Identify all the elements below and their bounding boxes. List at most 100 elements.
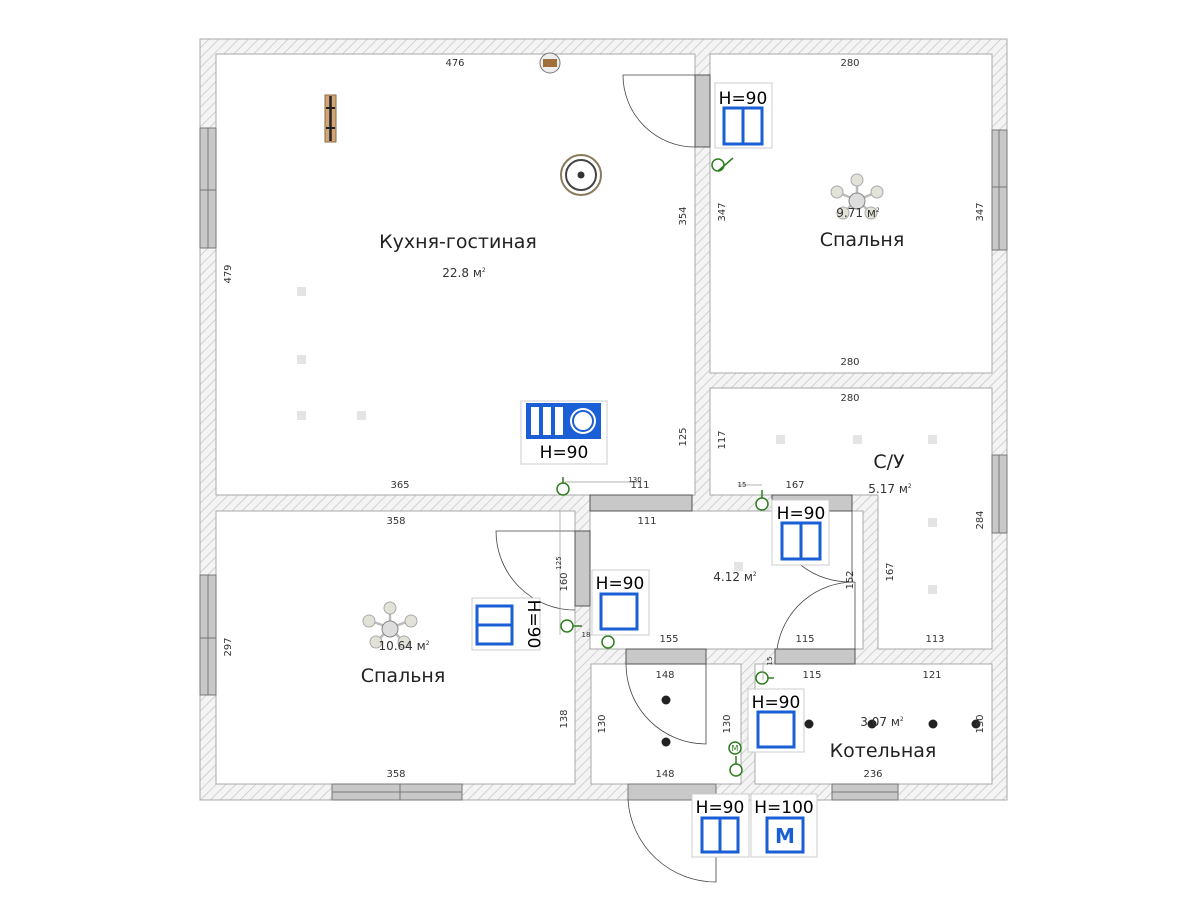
- dim-hall-left: 160: [559, 572, 570, 591]
- dim-kitchen-opening: 130: [628, 476, 641, 484]
- window-bedroom-sw-west: [199, 574, 217, 696]
- chandelier-bedroom-sw-icon: [362, 601, 418, 649]
- dim-bedroom-ne-left: 347: [717, 202, 728, 221]
- dim-boiler-right: 130: [975, 714, 986, 733]
- dim-bathroom-top: 280: [840, 393, 859, 404]
- fixtures: [297, 52, 981, 747]
- dim-kitchen-right: 354: [678, 206, 689, 225]
- dim-vestibule-left: 130: [597, 714, 608, 733]
- switch-vestibule-icon: [729, 756, 743, 777]
- door-leaf-bedroom-sw: [574, 530, 591, 607]
- dim-bathroom-right: 284: [975, 510, 986, 529]
- svg-text:M: M: [732, 744, 739, 753]
- door-leaf-bedroom-ne: [694, 74, 711, 148]
- ceiling-lamp-kitchen-icon: [560, 154, 602, 196]
- window-boiler-south: [831, 783, 899, 801]
- dim-bathroom-lower: 167: [885, 562, 896, 581]
- room-name-bathroom: С/У: [873, 451, 905, 473]
- room-name-bedroom-sw: Спальня: [361, 665, 446, 687]
- single-socket-icon: [756, 710, 796, 749]
- room-area-hall: 4.12 м2: [713, 570, 757, 584]
- svg-text:H=100: H=100: [754, 798, 813, 818]
- dim-vestibule-bottom: 148: [655, 769, 674, 780]
- dim-hall-bottom-2: 115: [795, 634, 814, 645]
- svg-text:H=90: H=90: [719, 89, 768, 109]
- dim-bedroom-ne-bottom: 280: [840, 357, 859, 368]
- switch-hall-icon: [601, 635, 615, 649]
- dim-bathroom-base: 113: [925, 634, 944, 645]
- height-tag-meter: H=100 M: [750, 793, 818, 858]
- door-swing-vestibule: [625, 663, 707, 745]
- dim-kitchen-top: 476: [445, 58, 464, 69]
- switch-boiler-icon: [755, 671, 774, 685]
- door-swing-hall-boiler: [776, 581, 856, 650]
- dimensions: 476 479 354 125 365 130 111 280 347 347 …: [223, 58, 986, 780]
- meter-socket-icon: [765, 816, 805, 854]
- room-name-bedroom-ne: Спальня: [820, 229, 905, 251]
- height-tags: H=90 H=90 H=90 H=90: [471, 82, 830, 858]
- dim-hall-right: 152: [845, 570, 856, 589]
- height-tag-boiler: H=90: [747, 688, 805, 753]
- height-tag-hall-bathroom: H=90: [771, 499, 830, 566]
- height-tag-bedroom-sw: H=90: [471, 597, 543, 651]
- height-tag-entrance: H=90: [691, 793, 750, 858]
- window-bedroom-sw-south: [331, 783, 463, 801]
- dim-hall-top: 111: [637, 516, 656, 527]
- window-kitchen-west: [199, 127, 217, 249]
- radiator-icon: [324, 94, 337, 143]
- dim-kitchen-left: 479: [223, 264, 234, 283]
- dim-hall-small: 18: [582, 631, 591, 639]
- dim-boiler-top-2: 121: [922, 670, 941, 681]
- door-leaf-kitchen: [589, 494, 693, 512]
- dim-boiler-small: 15: [766, 657, 774, 666]
- room-area-bathroom: 5.17 м2: [868, 482, 912, 496]
- wall-body: [199, 38, 1008, 801]
- svg-text:H=90: H=90: [540, 443, 589, 463]
- door-swing-bedroom-sw: [495, 530, 576, 611]
- door-swing-entrance: [627, 799, 717, 883]
- height-tag-hall: H=90: [591, 569, 650, 636]
- dim-kitchen-right-2: 125: [678, 427, 689, 446]
- height-tag-kitchen: H=90: [520, 400, 608, 465]
- downlights: [661, 695, 981, 747]
- dim-bedroom-ne-right: 347: [975, 202, 986, 221]
- door-leaf-boiler: [774, 648, 856, 665]
- walls: [199, 38, 1008, 801]
- dim-bedroom-sw-left: 297: [223, 637, 234, 656]
- outlets: M: [556, 157, 774, 777]
- svg-text:H=90: H=90: [777, 504, 826, 524]
- room-name-kitchen: Кухня-гостиная: [379, 231, 537, 253]
- switch-bedroom-sw-icon: [560, 619, 582, 633]
- dim-kitchen-opening-2: 111: [630, 480, 649, 491]
- svg-text:H=90: H=90: [523, 600, 543, 649]
- windows: [199, 127, 1008, 801]
- dim-hall-bottom: 155: [659, 634, 678, 645]
- router-icon: [539, 52, 561, 74]
- dim-hall-left-2: 125: [555, 556, 563, 569]
- dim-bathroom-left: 117: [717, 430, 728, 449]
- room-area-bedroom-ne: 9.71 м2: [836, 206, 880, 220]
- room-area-bedroom-sw: 10.64 м2: [378, 639, 429, 653]
- room-labels: Кухня-гостиная 22.8 м2 Спальня 9.71 м2 С…: [361, 206, 937, 762]
- room-name-boiler: Котельная: [830, 740, 937, 762]
- dim-boiler-top: 115: [802, 670, 821, 681]
- door-swings: [495, 74, 856, 883]
- room-area-kitchen: 22.8 м2: [442, 266, 486, 280]
- room-area-boiler: 3.07 м2: [860, 715, 904, 729]
- spotlights: [297, 287, 937, 594]
- dim-bathroom-inner: 167: [785, 480, 804, 491]
- dim-bedroom-sw-bottom: 358: [386, 769, 405, 780]
- switch-kitchen-icon: [556, 477, 570, 496]
- chandelier-bedroom-ne-icon: [830, 173, 884, 220]
- switch-bathroom-icon: [755, 490, 769, 511]
- svg-text:H=90: H=90: [696, 798, 745, 818]
- dim-bedroom-ne-top: 280: [840, 58, 859, 69]
- dim-bedroom-sw-right: 138: [559, 709, 570, 728]
- door-swing-bedroom-ne: [622, 74, 696, 148]
- dim-bathroom-small: 15: [738, 481, 747, 489]
- switch-bedroom-ne-icon: [711, 157, 734, 172]
- dim-bedroom-sw-top: 358: [386, 516, 405, 527]
- meter-outlet-icon: M: [728, 741, 742, 755]
- dim-vestibule-top: 148: [655, 670, 674, 681]
